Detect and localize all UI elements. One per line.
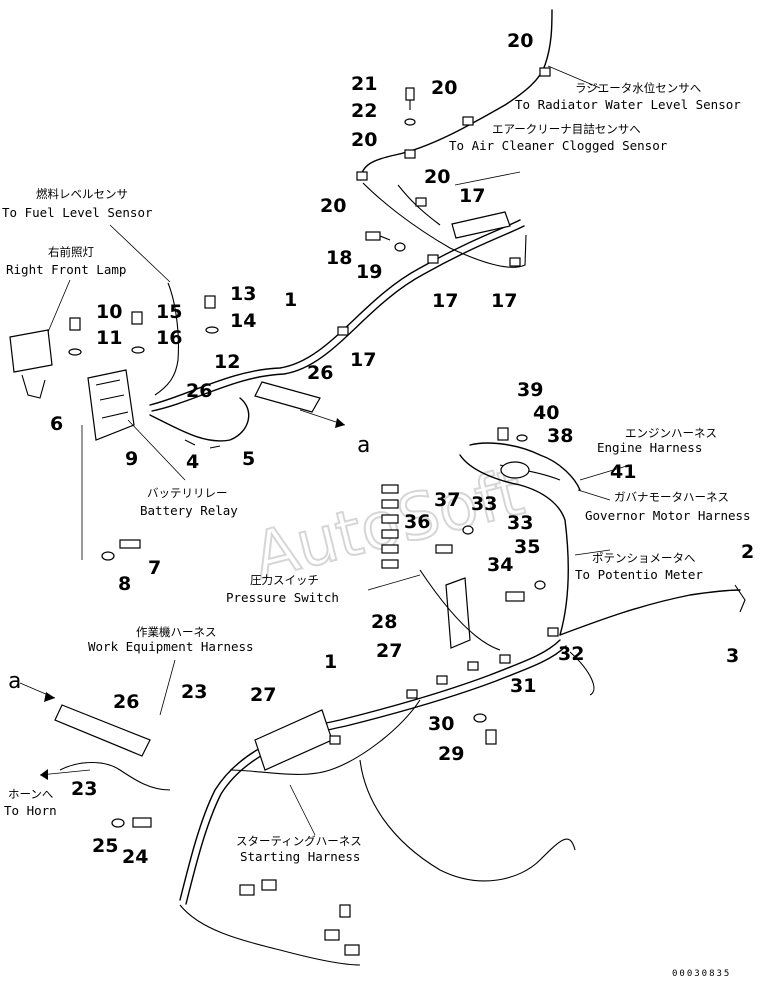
callout-c25: 25 [92,835,118,857]
callout-c20a: 20 [507,30,533,52]
callout-c17a: 17 [459,185,485,207]
callout-c19: 19 [356,261,382,283]
callout-c26c: 26 [113,691,139,713]
battery-label-en: Battery Relay [140,503,238,518]
callout-c1a: 1 [284,289,297,311]
starting-label-jp: スターティングハーネス [236,834,362,848]
callout-c29: 29 [438,743,464,765]
callout-c20b: 20 [431,77,457,99]
potentio-label-en: To Potentio Meter [575,567,703,582]
callout-c23a: 23 [181,681,207,703]
lamp-label-en: Right Front Lamp [6,262,126,277]
callout-c4: 4 [186,451,199,473]
callout-c33a: 33 [471,493,497,515]
engine-label-jp: エンジンハーネス [625,426,717,440]
callout-c13: 13 [230,283,256,305]
upper-harness [9,9,601,561]
connector-stack [381,484,399,569]
callout-c30: 30 [428,713,454,735]
callout-c40: 40 [533,402,559,424]
callout-c9: 9 [125,448,138,470]
engine-label-en: Engine Harness [597,440,702,455]
callout-c41: 41 [610,461,636,483]
callout-c21: 21 [351,73,377,95]
work-label-jp: 作業機ハーネス [136,625,217,639]
callout-c39: 39 [517,379,543,401]
callout-c34: 34 [487,554,513,576]
drawing-code: 00030835 [672,969,731,979]
fuel-label-jp: 燃料レベルセンサ [36,187,128,201]
governor-label-en: Governor Motor Harness [585,508,751,523]
pressure-label-jp: 圧力スイッチ [250,573,319,587]
callout-c37: 37 [434,489,460,511]
callout-c22: 22 [351,100,377,122]
callout-c17c: 17 [491,290,517,312]
callout-c26a: 26 [307,362,333,384]
callout-c20e: 20 [320,195,346,217]
callout-c1b: 1 [324,651,337,673]
callout-c28: 28 [371,611,397,633]
callout-c7: 7 [148,557,161,579]
callout-c17d: 17 [350,349,376,371]
labels: ラジエータ水位センサへ To Radiator Water Level Sens… [2,81,751,979]
callout-c6: 6 [50,413,63,435]
work-label-en: Work Equipment Harness [88,639,254,654]
callout-c2: 2 [741,541,754,563]
radiator-label-en: To Radiator Water Level Sensor [515,97,741,112]
callout-c36: 36 [404,511,430,533]
engine-harness-area [367,427,746,696]
radiator-label-jp: ラジエータ水位センサへ [575,81,701,95]
callout-c20c: 20 [351,129,377,151]
starting-label-en: Starting Harness [240,849,360,864]
callout-c17b: 17 [432,290,458,312]
callout-c5: 5 [242,448,255,470]
callout-c3: 3 [726,645,739,667]
callout-c15: 15 [156,301,182,323]
fuel-label-en: To Fuel Level Sensor [2,205,153,220]
callout-c27b: 27 [250,684,276,706]
horn-label-jp: ホーンへ [8,787,53,801]
callout-c27a: 27 [376,640,402,662]
callout-c32: 32 [558,643,584,665]
governor-label-jp: ガバナモータハーネス [614,490,729,504]
callout-c33b: 33 [507,512,533,534]
callout-c14: 14 [230,310,256,332]
air-cleaner-label-en: To Air Cleaner Clogged Sensor [449,138,668,153]
horn-label-en: To Horn [4,803,57,818]
ref-a-lower: a [8,669,21,694]
lamp-label-jp: 右前照灯 [48,245,94,259]
lower-harness [19,627,576,966]
callout-c23b: 23 [71,778,97,800]
callout-c16: 16 [156,327,182,349]
callout-c8: 8 [118,573,131,595]
callout-c38: 38 [547,425,573,447]
callout-c31: 31 [510,675,536,697]
callout-c18: 18 [326,247,352,269]
callout-c24: 24 [122,846,148,868]
callout-c11: 11 [96,327,122,349]
potentio-label-jp: ポテンショメータへ [592,551,696,565]
callout-c12: 12 [214,351,240,373]
ref-a-upper: a [357,433,370,458]
callout-c35: 35 [514,536,540,558]
callout-c10: 10 [96,301,122,323]
pressure-label-en: Pressure Switch [226,590,339,605]
callout-c26b: 26 [186,380,212,402]
callout-c20d: 20 [424,166,450,188]
battery-label-jp: バッテリリレー [147,486,228,500]
air-cleaner-label-jp: エアークリーナ目詰センサへ [492,122,641,136]
